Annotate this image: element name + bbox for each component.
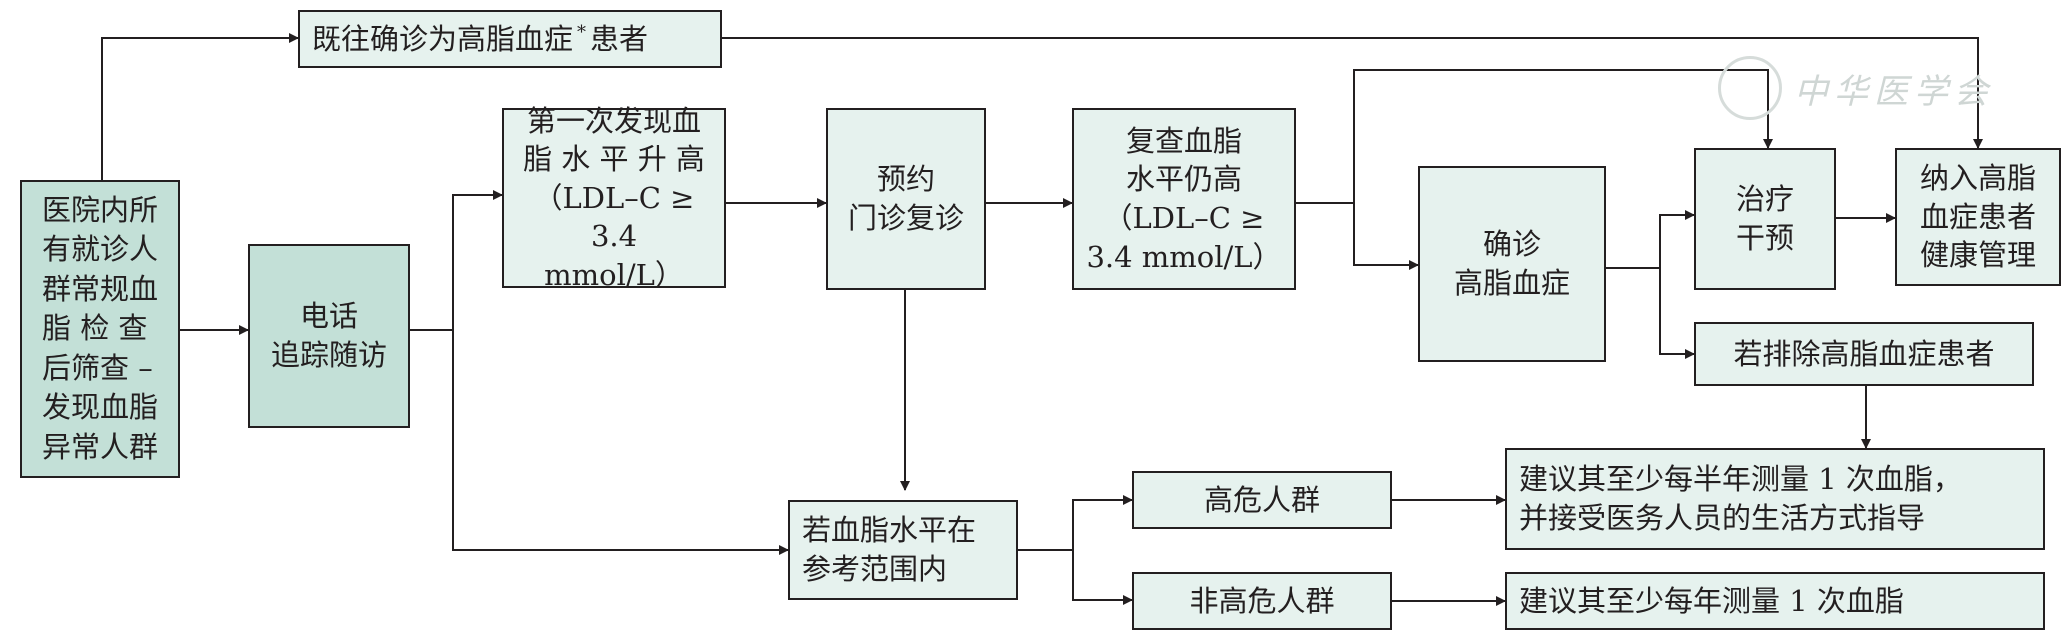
node-previous-label: 既往确诊为高脂血症 [312, 21, 574, 56]
node-appointment: 预约 门诊复诊 [826, 108, 986, 290]
node-screening-line: 有就诊人 [41, 232, 158, 267]
node-normal-range: 若血脂水平在 参考范围内 [788, 500, 1018, 600]
node-treatment-line: 治疗 [1735, 182, 1794, 217]
node-phone-line: 电话 [299, 299, 358, 334]
node-recheck-line: 复查血脂 [1125, 123, 1242, 158]
node-first-found-line: 脂 水 平 升 高 [523, 142, 705, 177]
node-appointment-line: 预约 [876, 162, 935, 197]
node-phone-line: 追踪随访 [270, 338, 387, 372]
node-advice-high-line: 并接受医务人员的生活方式指导 [1519, 501, 1926, 535]
node-recheck-line: 3.4 mmol/L） [1086, 239, 1282, 274]
arrow-normal-to-high-risk [1018, 495, 1133, 551]
arrow-phone-to-first-found [410, 190, 503, 331]
node-appointment-line: 门诊复诊 [847, 201, 964, 235]
arrow-phone-to-normal [452, 330, 789, 555]
node-advice-high: 建议其至少每半年测量 1 次血脂， 并接受医务人员的生活方式指导 [1505, 448, 2045, 550]
node-management-line: 血症患者 [1919, 199, 2036, 234]
node-first-found-line: 第一次发现血 [526, 103, 701, 138]
journal-watermark: 中华医学会 [1718, 56, 1994, 120]
node-non-high-risk-text: 非高危人群 [1189, 583, 1335, 618]
node-screening: 医院内所 有就诊人 群常规血 脂 检 查 后筛查 – 发现血脂 异常人群 [20, 180, 180, 478]
node-normal-line: 若血脂水平在 [802, 513, 977, 548]
arrow-confirmed-to-excluded [1659, 268, 1695, 359]
node-recheck-line: 水平仍高 [1125, 162, 1242, 197]
footnote-marker: * [577, 22, 587, 44]
node-management-line: 纳入高脂 [1919, 161, 2036, 196]
node-high-risk-text: 高危人群 [1203, 482, 1320, 517]
node-screening-line: 脂 检 查 [41, 311, 148, 346]
watermark-text: 中华医学会 [1794, 71, 1994, 112]
node-screening-line: 医院内所 [41, 192, 158, 227]
node-phone-follow-up: 电话 追踪随访 [248, 244, 410, 428]
watermark-seal [1718, 56, 1782, 120]
node-normal-line: 参考范围内 [802, 552, 948, 586]
node-previous-diagnosis: 既往确诊为高脂血症*患者 [298, 10, 722, 68]
node-previous-suffix: 患者 [590, 21, 649, 56]
node-management-line: 健康管理 [1919, 238, 2036, 273]
node-confirmed-line: 确诊 [1482, 227, 1541, 262]
arrow-normal-to-non-high-risk [1072, 550, 1133, 605]
node-confirmed: 确诊 高脂血症 [1418, 166, 1606, 362]
arrow-screening-to-previous [101, 33, 299, 180]
node-advice-low: 建议其至少每年测量 1 次血脂 [1505, 572, 2045, 630]
node-screening-line: 异常人群 [41, 429, 158, 464]
node-excluded-text: 若排除高脂血症患者 [1733, 336, 1995, 371]
node-management: 纳入高脂 血症患者 健康管理 [1895, 148, 2061, 286]
node-first-found: 第一次发现血 脂 水 平 升 高 （LDL–C ≥ 3.4 mmol/L） [502, 104, 726, 292]
node-previous-text: 既往确诊为高脂血症*患者 [312, 20, 648, 59]
node-screening-line: 发现血脂 [41, 390, 158, 425]
node-excluded: 若排除高脂血症患者 [1694, 322, 2034, 386]
node-high-risk: 高危人群 [1132, 471, 1392, 529]
node-non-high-risk: 非高危人群 [1132, 572, 1392, 630]
node-first-found-line: mmol/L） [544, 257, 684, 292]
node-screening-line: 群常规血 [41, 271, 158, 306]
node-advice-low-text: 建议其至少每年测量 1 次血脂 [1519, 583, 1904, 618]
node-recheck-line: （LDL–C ≥ [1103, 201, 1265, 235]
node-screening-line: 后筛查 – [41, 350, 153, 385]
node-first-found-line: （LDL–C ≥ 3.4 [533, 180, 695, 254]
node-confirmed-line: 高脂血症 [1453, 266, 1570, 300]
node-recheck: 复查血脂 水平仍高 （LDL–C ≥ 3.4 mmol/L） [1072, 108, 1296, 290]
node-treatment: 治疗 干预 [1694, 148, 1836, 290]
node-advice-high-line: 建议其至少每半年测量 1 次血脂， [1519, 462, 1962, 497]
arrow-confirmed-to-treatment [1606, 210, 1695, 269]
node-treatment-line: 干预 [1735, 221, 1794, 255]
arrow-recheck-to-confirmed [1296, 202, 1419, 270]
arrow-previous-to-management [722, 37, 1983, 149]
